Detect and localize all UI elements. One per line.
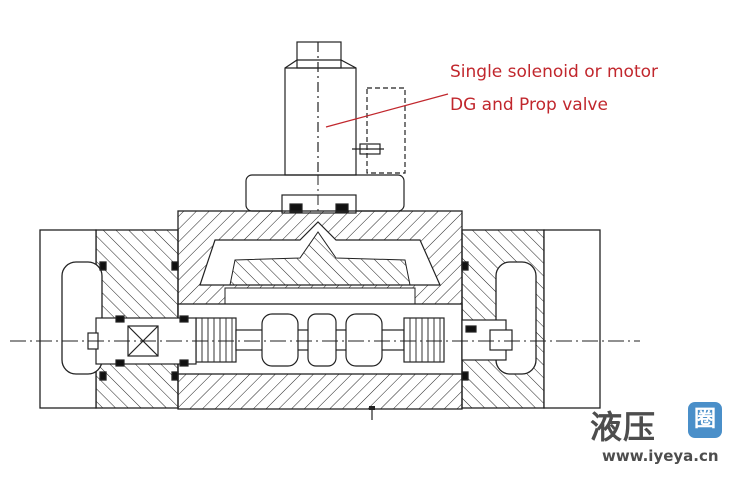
- annotation-leader-line: [325, 93, 449, 128]
- right-plug: [461, 319, 513, 361]
- annotation-line-1: Single solenoid or motor: [450, 62, 659, 82]
- end-caps: [39, 229, 601, 409]
- spool: [195, 313, 445, 367]
- annotation-line-2: DG and Prop valve: [450, 95, 608, 115]
- valve-body: [177, 210, 463, 410]
- adapter-block: [245, 174, 405, 214]
- solenoid-motor: [284, 41, 406, 176]
- watermark-url: www.iyeya.cn: [602, 447, 719, 465]
- watermark-badge: 圈: [688, 402, 722, 438]
- watermark-name: 液压: [590, 408, 657, 446]
